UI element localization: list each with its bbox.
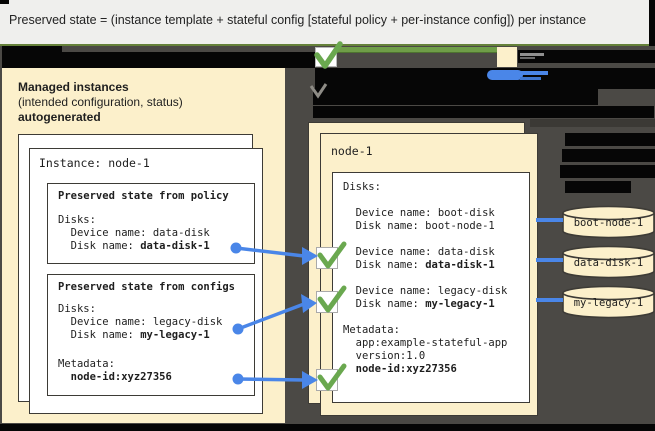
metadata-nodeid-line: node-id:xyz27356 (355, 363, 457, 375)
redaction-bottom-strip (0, 424, 655, 431)
node-metadata-header: Metadata: (343, 324, 400, 336)
legacy-disk-line: Disk name: my-legacy-1 (343, 298, 495, 310)
blue-scribble (487, 70, 523, 80)
policy-disk-line: Disk name: data-disk-1 (58, 240, 210, 252)
blue-scribble-line (520, 77, 541, 80)
boot-disk-line: Disk name: boot-node-1 (343, 220, 495, 232)
disk-cylinder-boot: boot-node-1 (562, 205, 655, 239)
heading-autogenerated: autogenerated (18, 110, 101, 124)
disk-cylinder-data: data-disk-1 (562, 245, 655, 279)
preserved-state-configs-box: Preserved state from configs Disks: Devi… (47, 274, 255, 396)
panel-heading: Managed instances (intended configuratio… (18, 80, 183, 125)
policy-device-line: Device name: data-disk (58, 227, 210, 239)
checkmark-icon (317, 241, 347, 269)
metadata-version-line: version:1.0 (343, 350, 426, 362)
redaction-bar (562, 149, 655, 162)
checkbox-legacy-disk (316, 285, 347, 313)
boot-device-line: Device name: boot-disk (343, 207, 495, 219)
configs-box-title: Preserved state from configs (58, 281, 236, 293)
cream-chip (497, 47, 517, 67)
cylinder-label: data-disk-1 (573, 257, 644, 269)
database-cylinder-icon (562, 245, 655, 279)
redaction-gray-dash (520, 57, 535, 59)
metadata-app-line: app:example-stateful-app (343, 337, 508, 349)
legacy-device-line: Device name: legacy-disk (343, 285, 508, 297)
redaction-bar (2, 46, 62, 53)
heading-intended-config: (intended configuration, status) (18, 95, 183, 109)
configs-device-line: Device name: legacy-disk (58, 316, 223, 328)
configs-disk-line: Disk name: my-legacy-1 (58, 329, 210, 341)
node-panel-title: node-1 (331, 144, 373, 158)
redaction-bar (313, 106, 654, 118)
database-cylinder-icon (562, 205, 655, 239)
checkbox-data-disk (316, 241, 347, 269)
data-device-line: Device name: data-disk (343, 246, 495, 258)
blue-scribble-line (520, 71, 548, 75)
configs-disks-header: Disks: (58, 303, 96, 315)
cylinder-label: my-legacy-1 (573, 297, 644, 309)
instance-card-title: Instance: node-1 (39, 156, 150, 170)
redaction-dark-band (530, 119, 655, 127)
redaction-bar (518, 50, 655, 63)
redaction-gray-dash (520, 53, 544, 56)
checkmark-icon (317, 363, 347, 391)
data-disk-line: Disk name: data-disk-1 (343, 259, 495, 271)
redaction-bar (315, 68, 655, 89)
heading-managed-instances: Managed instances (18, 80, 129, 94)
checkbox-node-id (316, 363, 347, 391)
gray-vee-mark (309, 83, 328, 99)
configs-metadata-header: Metadata: (58, 358, 115, 370)
preserved-state-policy-box: Preserved state from policy Disks: Devic… (47, 183, 255, 264)
node-disks-header: Disks: (343, 181, 381, 193)
policy-disks-header: Disks: (58, 214, 96, 226)
green-divider-line (0, 44, 655, 46)
green-connector-bar (337, 47, 497, 53)
policy-box-title: Preserved state from policy (58, 190, 229, 202)
redaction-bar (565, 181, 631, 193)
redaction-bar (313, 88, 598, 105)
redaction-corner-mark (0, 0, 9, 4)
cylinder-label: boot-node-1 (573, 217, 644, 229)
disk-cylinder-legacy: my-legacy-1 (562, 285, 655, 319)
node-disks-box: Disks: Device name: boot-disk Disk name:… (332, 172, 530, 403)
checkmark-icon (314, 41, 343, 69)
configs-metadata-value: node-id:xyz27356 (58, 371, 172, 383)
redaction-bar (565, 133, 655, 146)
redaction-right-sliver (649, 0, 655, 46)
redaction-bar (560, 165, 655, 178)
diagram-title: Preserved state = (instance template + s… (9, 13, 587, 27)
checkmark-icon (317, 285, 347, 313)
database-cylinder-icon (562, 285, 655, 319)
redaction-bar (2, 52, 315, 68)
title-strip: Preserved state = (instance template + s… (0, 0, 655, 44)
